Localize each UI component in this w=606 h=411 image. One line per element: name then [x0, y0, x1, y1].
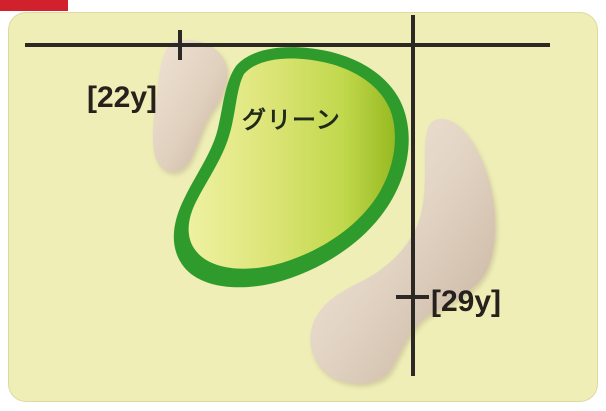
header-strip: [0, 0, 606, 11]
right-bunker: [310, 118, 496, 384]
green-label: グリーン: [242, 107, 341, 134]
left-distance-label: [22y]: [87, 81, 158, 114]
right-distance-label: [29y]: [431, 285, 502, 318]
putting-green: [188, 58, 395, 269]
red-tab: [0, 0, 68, 11]
left-bunker: [152, 39, 227, 172]
